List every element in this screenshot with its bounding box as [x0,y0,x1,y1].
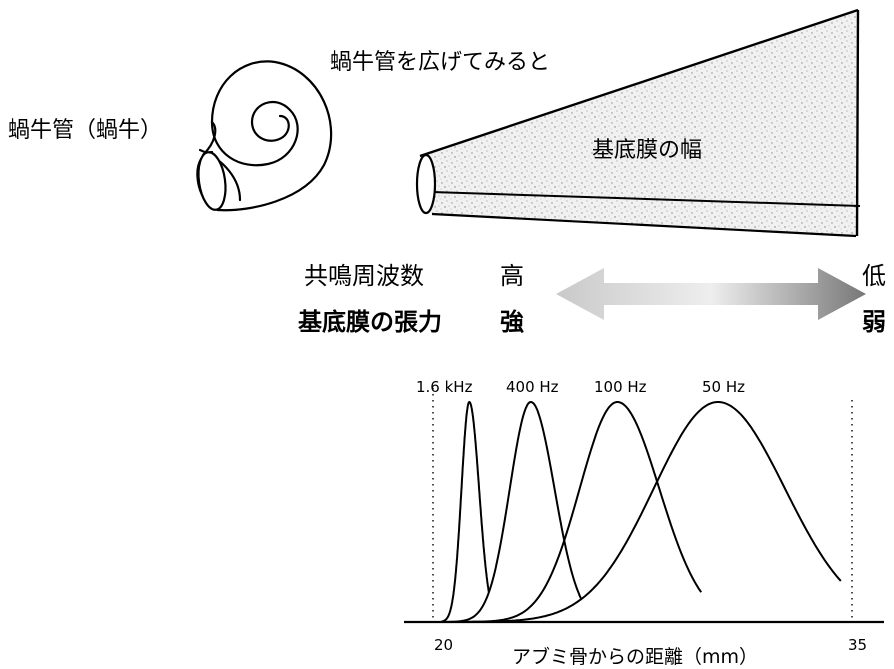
series-label-50hz: 50 Hz [702,378,746,396]
resonance-high: 高 [500,262,524,290]
series-label-1-6khz: 1.6 kHz [416,378,473,396]
membrane-width-label: 基底膜の幅 [592,138,703,163]
x-axis-label: アブミ骨からの距離（mm） [512,646,759,668]
tuning-curve-1-6-khz [441,401,490,623]
x-tick-35: 35 [848,636,868,654]
tension-strong: 強 [500,308,524,336]
frequency-response-chart [404,388,884,624]
tuning-curve-50-hz [441,401,842,623]
unrolled-label: 蝸牛管を広げてみると [330,50,551,75]
spiral-cochlea-icon [196,60,333,212]
cochlea-label: 蝸牛管（蝸牛） [8,118,163,143]
resonance-label: 共鳴周波数 [304,262,424,290]
tuning-curve-400-hz [441,400,582,623]
unrolled-cochlea [415,8,861,238]
x-tick-20: 20 [434,636,454,654]
series-label-100hz: 100 Hz [594,378,647,396]
resonance-low: 低 [862,262,886,290]
series-label-400hz: 400 Hz [506,378,559,396]
double-arrow-icon [556,268,866,320]
basilar-membrane-shape [420,10,858,236]
tension-label: 基底膜の張力 [298,308,442,336]
tension-weak: 弱 [862,308,886,336]
